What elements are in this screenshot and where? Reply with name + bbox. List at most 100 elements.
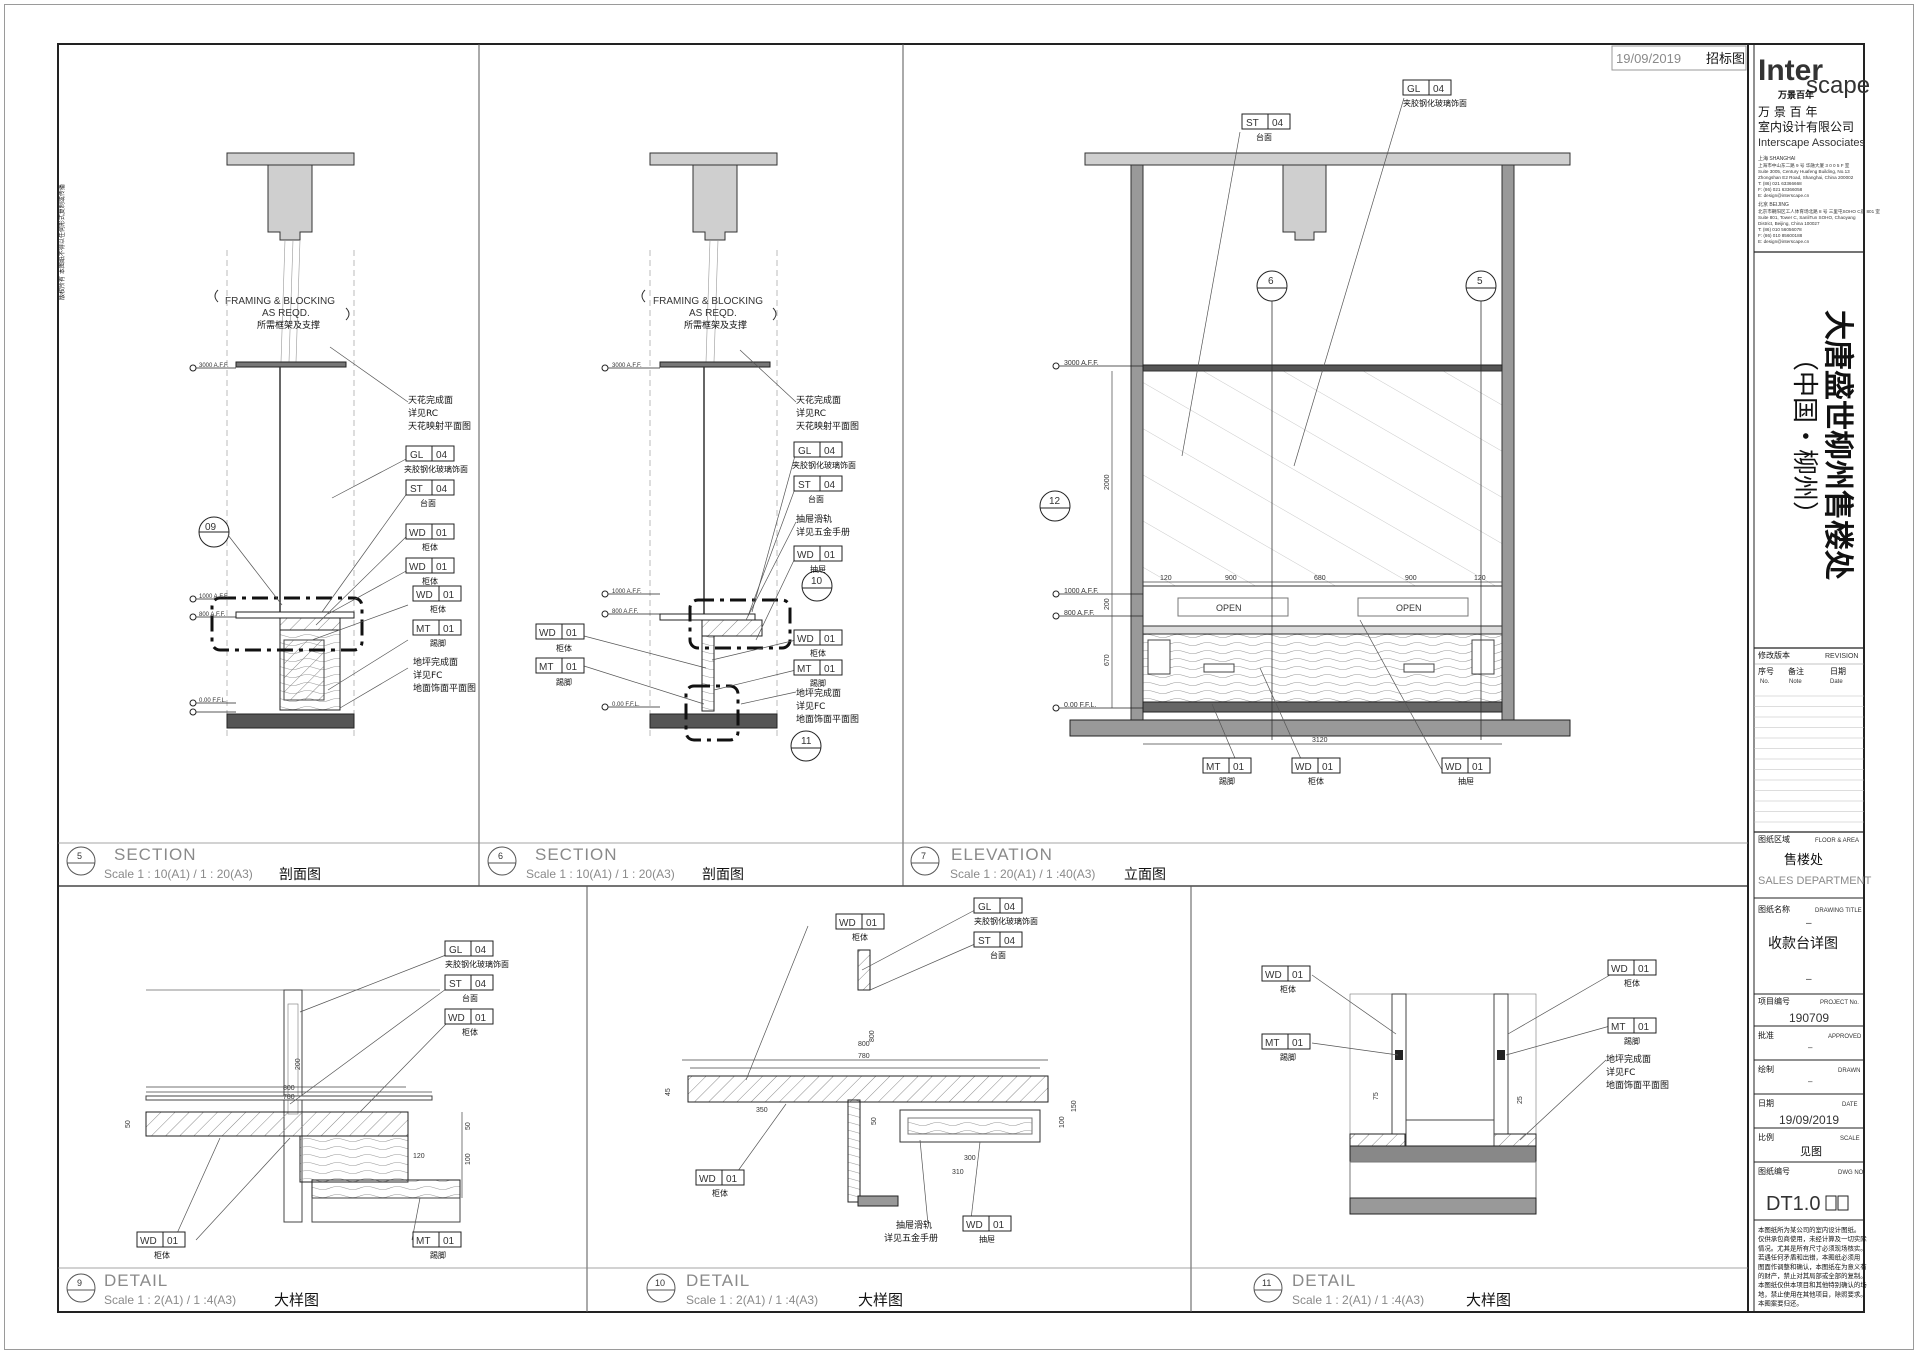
tag-wd-01: WD 01 柜体 [835, 913, 885, 942]
rail-note-2: 详见五金手册 [796, 526, 850, 538]
tag-desc: 夹胶钢化玻璃饰面 [974, 916, 1038, 926]
date-value: 19/09/2019 [1779, 1113, 1839, 1127]
tag-number: 04 [436, 450, 448, 461]
tag-code: ST [978, 936, 991, 947]
drawing-title-dash-2: – [1806, 974, 1812, 985]
tag-wd-01: WD 01 柜体 [695, 1169, 745, 1198]
dim-label: 310 [952, 1169, 964, 1176]
drawing-title-label-en: DRAWING TITLE [1815, 908, 1862, 914]
detail-callout-10: 10 [811, 576, 823, 587]
dim-label: 800 [283, 1085, 295, 1092]
firm-logo-2: scape [1806, 72, 1870, 99]
tag-code: GL [410, 450, 424, 461]
firm-name-en: Interscape Associates [1758, 137, 1866, 149]
tag-desc: 踢脚 [810, 678, 826, 688]
tag-number: 01 [443, 624, 455, 635]
view-title-5: 5 SECTION Scale 1 : 10(A1) / 1 : 20(A3) … [66, 845, 321, 883]
col-date: 日期 [1830, 667, 1846, 676]
tag-mt-01: MT 01 踢脚 [412, 1231, 462, 1260]
view-title-11: 11 DETAIL Scale 1 : 2(A1) / 1 :4(A3) 大样图 [1253, 1271, 1511, 1309]
tag-code: WD [797, 550, 814, 561]
firm-name-cn: 万 景 百 年 [1758, 105, 1817, 119]
dim-label: 50 [871, 1117, 878, 1125]
tag-code: MT [416, 624, 430, 635]
dim-label: 45 [665, 1088, 672, 1096]
dim-label: 670 [1104, 654, 1111, 666]
floor-note: 地坪完成面 [413, 656, 458, 668]
general-note-line: 仅供承包商使用，未经计算及一切实际 [1758, 1234, 1867, 1243]
drawing-title-value: 收款台详图 [1768, 936, 1838, 952]
tag-mt-01: MT 01 踢脚 [535, 657, 585, 687]
tag-gl-04: GL 04 夹胶钢化玻璃饰面 [404, 445, 468, 474]
tag-number: 01 [1292, 970, 1304, 981]
tag-wd-01: WD 01 柜体 [412, 585, 462, 614]
tag-number: 04 [475, 945, 487, 956]
level-label: 3000 A.F.F. [199, 363, 229, 369]
title-block: Inter scape 万景百年 万 景 百 年 室内设计有限公司 Inters… [1754, 54, 1880, 1308]
general-note-line: 地，禁止使用在其他项目，除照要求。 [1758, 1289, 1867, 1298]
project-location: （中国・柳州） [1789, 345, 1819, 527]
view-11-detail: 75 25 WD 01 柜体 MT 01 踢脚 WD 01 柜体 MT [1261, 959, 1669, 1215]
tag-code: WD [1265, 970, 1282, 981]
dim-label: 3120 [1312, 737, 1328, 744]
general-note-line: 本图案要归还。 [1758, 1299, 1803, 1308]
project-no-value: 190709 [1789, 1011, 1829, 1025]
col-date-en: Date [1830, 679, 1843, 685]
floor-note-2: 详见FC [1606, 1066, 1635, 1078]
area-label-en: FLOOR & AREA [1815, 838, 1859, 844]
drawn-value: – [1808, 1077, 1813, 1086]
tag-desc: 踢脚 [430, 638, 446, 648]
tag-code: WD [839, 918, 856, 929]
tag-code: WD [539, 628, 556, 639]
office-beijing: 北京 BEIJING [1758, 201, 1789, 208]
dim-label: 800 [869, 1030, 876, 1042]
tag-desc: 抽屉 [1458, 776, 1474, 786]
tag-gl-04: GL 04 夹胶钢化玻璃饰面 [444, 940, 509, 969]
view-kind: DETAIL [686, 1271, 750, 1290]
tag-desc: 柜体 [462, 1027, 478, 1037]
view-10-detail: 800 780 350 300 310 800 45 50 100 150 WD… [665, 897, 1078, 1244]
tag-code: ST [798, 480, 811, 491]
dim-label: 75 [1373, 1092, 1380, 1100]
tag-gl-04: GL 04 夹胶钢化玻璃饰面 [792, 441, 856, 470]
view-kind: DETAIL [1292, 1271, 1356, 1290]
tag-wd-01: WD 01 柜体 [136, 1231, 186, 1260]
office-address-line: E: design@interscape.cn [1758, 239, 1810, 244]
tag-desc: 抽屉 [810, 564, 826, 574]
tag-desc: 踢脚 [1280, 1052, 1296, 1062]
drawing-frame [57, 43, 1865, 1313]
framing-note-cn: 所需框架及支撑 [684, 319, 747, 331]
view-scale: Scale 1 : 2(A1) / 1 :4(A3) [686, 1293, 818, 1307]
tag-number: 04 [1433, 84, 1445, 95]
col-note-en: Note [1789, 679, 1802, 685]
ceiling-note-3: 天花映射平面图 [796, 420, 859, 432]
revision-label: 修改版本 [1758, 650, 1790, 660]
drawing-title-dash: – [1806, 918, 1812, 929]
tag-desc: 柜体 [1624, 978, 1640, 988]
tag-code: WD [966, 1220, 983, 1231]
section-callout-5: 5 [1477, 276, 1483, 287]
area-label: 图纸区域 [1758, 834, 1790, 844]
area-value: 售楼处 [1784, 852, 1823, 868]
dim-label: 300 [964, 1155, 976, 1162]
date-label-en: DATE [1842, 1102, 1858, 1108]
tag-code: ST [449, 979, 462, 990]
tag-desc: 柜体 [712, 1188, 728, 1198]
drawn-label-en: DRAWN [1838, 1068, 1860, 1074]
tag-desc: 柜体 [556, 643, 572, 653]
dim-label: 900 [1225, 575, 1237, 582]
floor-note: 地坪完成面 [796, 687, 841, 699]
tag-mt-01: MT 01 踢脚 [793, 659, 843, 688]
tag-st-04: ST 04 台面 [973, 931, 1023, 960]
dim-label: 120 [1474, 575, 1486, 582]
firm-name-cn-2: 室内设计有限公司 [1758, 119, 1854, 134]
tag-mt-01: MT 01 踢脚 [412, 619, 462, 648]
tag-number: 04 [1004, 902, 1016, 913]
ceiling-note: 天花完成面 [796, 394, 841, 406]
view-kind: DETAIL [104, 1271, 168, 1290]
tag-mt-01: MT 01 踢脚 [1261, 1033, 1311, 1062]
tag-wd-01: WD 01 柜体 [535, 623, 585, 653]
dim-label: 2000 [1104, 474, 1111, 490]
view-scale: Scale 1 : 2(A1) / 1 :4(A3) [1292, 1293, 1424, 1307]
